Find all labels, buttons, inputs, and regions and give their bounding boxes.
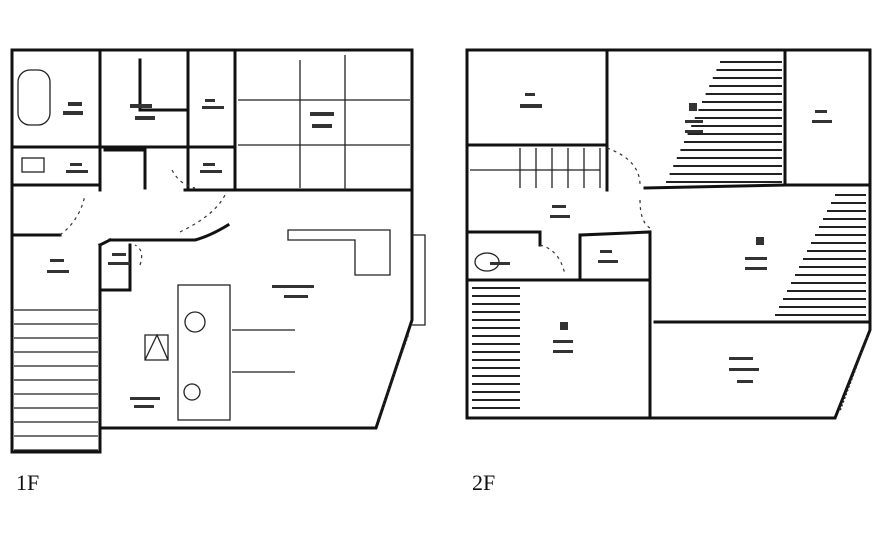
wall-stair-side [97,237,113,430]
bay-window [377,334,409,421]
floor-label-2f: 2F [472,470,496,495]
floor-plan-2f [465,48,872,420]
wall-closet-small [98,243,132,292]
wall-japanese-room-inner [238,55,410,190]
wall-hall [465,230,652,420]
wall-room-top-left [465,48,609,192]
door-swing [59,169,226,266]
floor-label-1f: 1F [16,470,40,495]
staircase-1f [14,309,98,451]
bathtub [17,69,51,126]
sink [184,311,206,333]
refrigerator [144,333,169,361]
sofa [287,229,391,276]
staircase-2f [470,148,601,188]
flooring-hatch-2f [472,61,866,409]
wash-basin [21,157,45,173]
exterior-wall-2f [465,48,872,420]
room-label-marks-1f [47,99,334,408]
stove [183,383,201,401]
window-right [412,234,426,326]
room-label-marks-2f [490,93,832,383]
kitchen-counter [177,284,231,421]
dining-table [232,329,295,373]
floor-plan-1f [10,48,426,454]
door-swing [539,147,651,276]
wall-hall-left [13,222,231,242]
wall-shoe-closet [103,148,147,190]
balcony-rail [839,334,869,411]
wall-entrance [10,58,190,192]
exterior-wall-1f [10,48,414,454]
